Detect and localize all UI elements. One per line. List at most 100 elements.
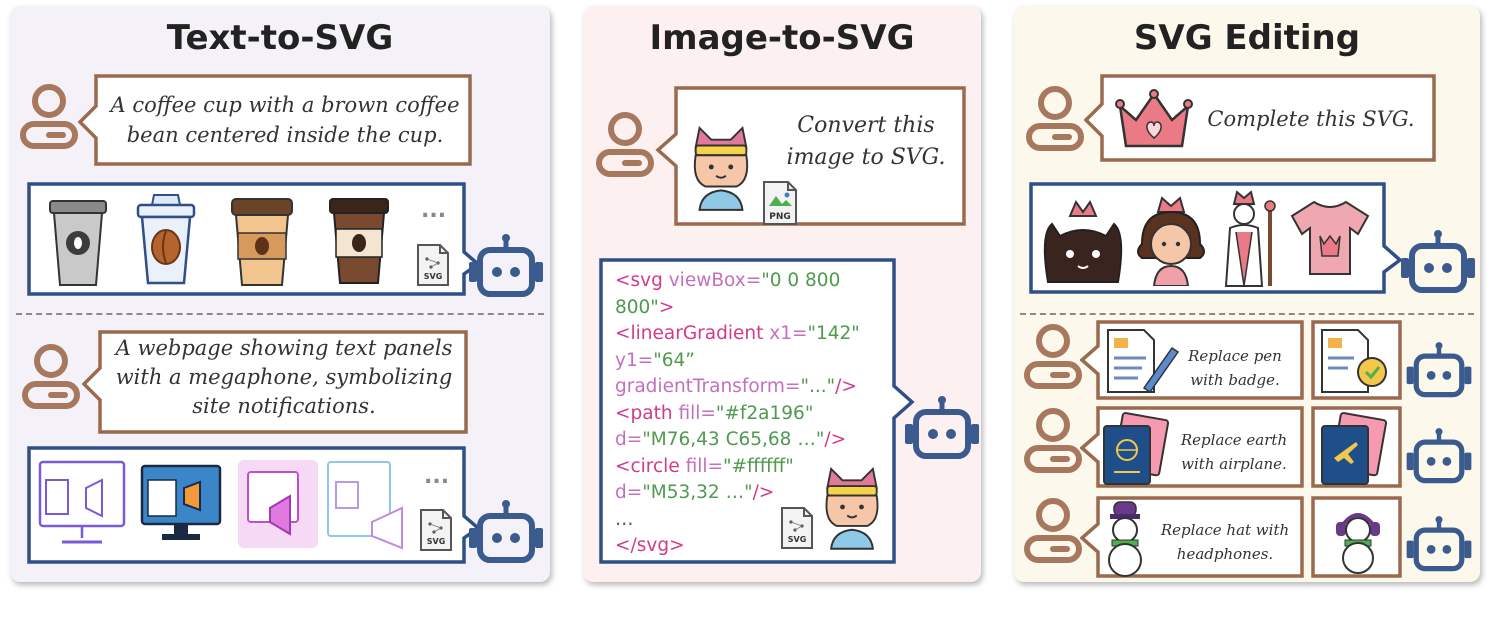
image-prompt-text: Convert this image to SVG.	[776, 110, 956, 174]
ellipsis: ...	[424, 464, 450, 489]
girl-input-image	[682, 120, 760, 212]
prompt-line: Replace earth	[1180, 431, 1288, 449]
prompt-line: image to SVG.	[786, 145, 946, 170]
user-icon	[1024, 84, 1086, 154]
code-line: </svg>	[615, 533, 915, 560]
prompt-line: with badge.	[1190, 371, 1280, 389]
prompt-line: Replace hat with	[1160, 521, 1290, 539]
tshirt-with-crown-image	[1290, 200, 1370, 275]
png-file-label: PNG	[769, 212, 791, 222]
text-prompt-webpage: A webpage showing text panels with a meg…	[104, 334, 464, 421]
coffee-cup-gray-image	[49, 200, 107, 286]
passport-with-earth-image	[1103, 412, 1170, 485]
webpage-gradient-light-image	[327, 461, 403, 550]
robot-icon	[466, 498, 546, 568]
edit-instruction-1: Replace pen with badge.	[1176, 344, 1294, 392]
text-prompt-coffee: A coffee cup with a brown coffee bean ce…	[100, 90, 470, 150]
code-value: "#f2a196"	[715, 402, 814, 424]
divider	[16, 313, 544, 315]
prompt-line: bean centered inside the cup.	[126, 123, 444, 147]
panel-title-svg-editing: SVG Editing	[1133, 18, 1361, 58]
coffee-cup-blue-image	[136, 194, 196, 285]
girl-with-crown-image	[1137, 196, 1205, 286]
robot-icon	[1404, 514, 1474, 576]
edit-prompt-text: Complete this SVG.	[1207, 107, 1415, 131]
code-ellipsis: …	[615, 508, 634, 530]
code-attr: d=	[615, 482, 643, 503]
user-icon	[18, 82, 80, 152]
code-line: <linearGradient x1="142"	[615, 321, 915, 348]
prompt-line: Replace pen	[1188, 347, 1282, 365]
code-value: "M76,43 C65,68 …"	[642, 429, 825, 450]
svg-file-label: SVG	[426, 537, 446, 546]
code-value: "#ffffff"	[723, 455, 794, 477]
panel-title-text-to-svg: Text-to-SVG	[166, 18, 394, 58]
girl-output-image	[814, 460, 890, 552]
crown-image	[1115, 89, 1193, 148]
edit-instruction-2: Replace earth with airplane.	[1170, 428, 1298, 476]
prompt-line: with airplane.	[1181, 455, 1287, 473]
code-line: d="M53,32 …"/>	[615, 480, 915, 507]
code-attr: d=	[615, 429, 643, 450]
svg-code-block: <svg viewBox="0 0 800 800"> <linearGradi…	[615, 268, 915, 560]
prompt-line: with a megaphone, symbolizing	[115, 365, 453, 389]
user-prompt-bubble	[655, 86, 966, 226]
cat-with-crown-image	[1043, 199, 1123, 283]
robot-icon	[1404, 340, 1474, 402]
passport-with-airplane-image	[1321, 412, 1388, 485]
code-line: <svg viewBox="0 0 800	[615, 268, 915, 295]
code-line: y1="64”	[615, 348, 915, 375]
webpage-monitor-blue-image	[140, 464, 222, 540]
user-prompt-bubble	[78, 74, 472, 166]
webpage-gradient-pink-image	[238, 460, 318, 548]
panel-title-image-to-svg: Image-to-SVG	[649, 18, 915, 58]
code-tag: >	[658, 296, 675, 318]
ellipsis: ...	[421, 198, 447, 223]
code-line: …	[615, 507, 915, 534]
robot-icon	[466, 232, 546, 302]
svg-file-label: SVG	[787, 535, 807, 544]
user-prompt-bubble	[82, 330, 468, 434]
code-value: "64”	[653, 349, 695, 371]
robot-icon	[902, 394, 982, 464]
code-attr: y1=	[615, 349, 654, 371]
png-file-icon	[763, 181, 797, 225]
code-tag: </svg	[615, 535, 670, 556]
code-attr: fill=	[672, 402, 716, 424]
svg-file-label: SVG	[423, 272, 443, 281]
document-with-pen-image	[1107, 329, 1180, 394]
coffee-cup-tan-image	[231, 198, 293, 286]
prompt-line: Convert this	[797, 113, 935, 138]
code-tag: <circle	[615, 455, 680, 477]
code-line: 800">	[615, 295, 915, 322]
king-with-crown-image	[1224, 190, 1276, 287]
code-attr: fill=	[679, 455, 724, 477]
snowman-with-headphones-image	[1336, 513, 1380, 574]
edit-instruction-3: Replace hat with headphones.	[1150, 518, 1300, 566]
prompt-line: A webpage showing text panels	[115, 336, 453, 360]
prompt-line: site notifications.	[192, 394, 376, 418]
code-attr: gradientTransform=	[615, 376, 801, 397]
code-attr: x1=	[763, 323, 808, 344]
user-icon	[20, 342, 82, 412]
code-value: "M53,32 …"	[642, 482, 753, 503]
coffee-cup-brown-image	[329, 198, 389, 284]
code-tag: >	[669, 535, 685, 556]
user-icon	[1022, 322, 1084, 392]
document-with-badge-image	[1321, 329, 1387, 393]
code-value: 800"	[615, 296, 659, 318]
robot-icon	[1404, 426, 1474, 488]
robot-icon	[1398, 228, 1478, 298]
code-tag: />	[835, 376, 857, 397]
snowman-with-hat-image	[1108, 501, 1142, 577]
code-line: d="M76,43 C65,68 …"/>	[615, 427, 915, 454]
user-icon	[1022, 406, 1084, 476]
code-tag: <linearGradient	[615, 323, 764, 344]
code-tag: />	[824, 429, 847, 450]
code-tag: <svg	[615, 270, 663, 291]
code-value: "0 0 800	[761, 270, 841, 291]
code-value: "142"	[807, 323, 860, 344]
divider	[1020, 313, 1474, 315]
code-line: <circle fill="#ffffff"	[615, 454, 915, 481]
code-tag: />	[752, 482, 775, 503]
